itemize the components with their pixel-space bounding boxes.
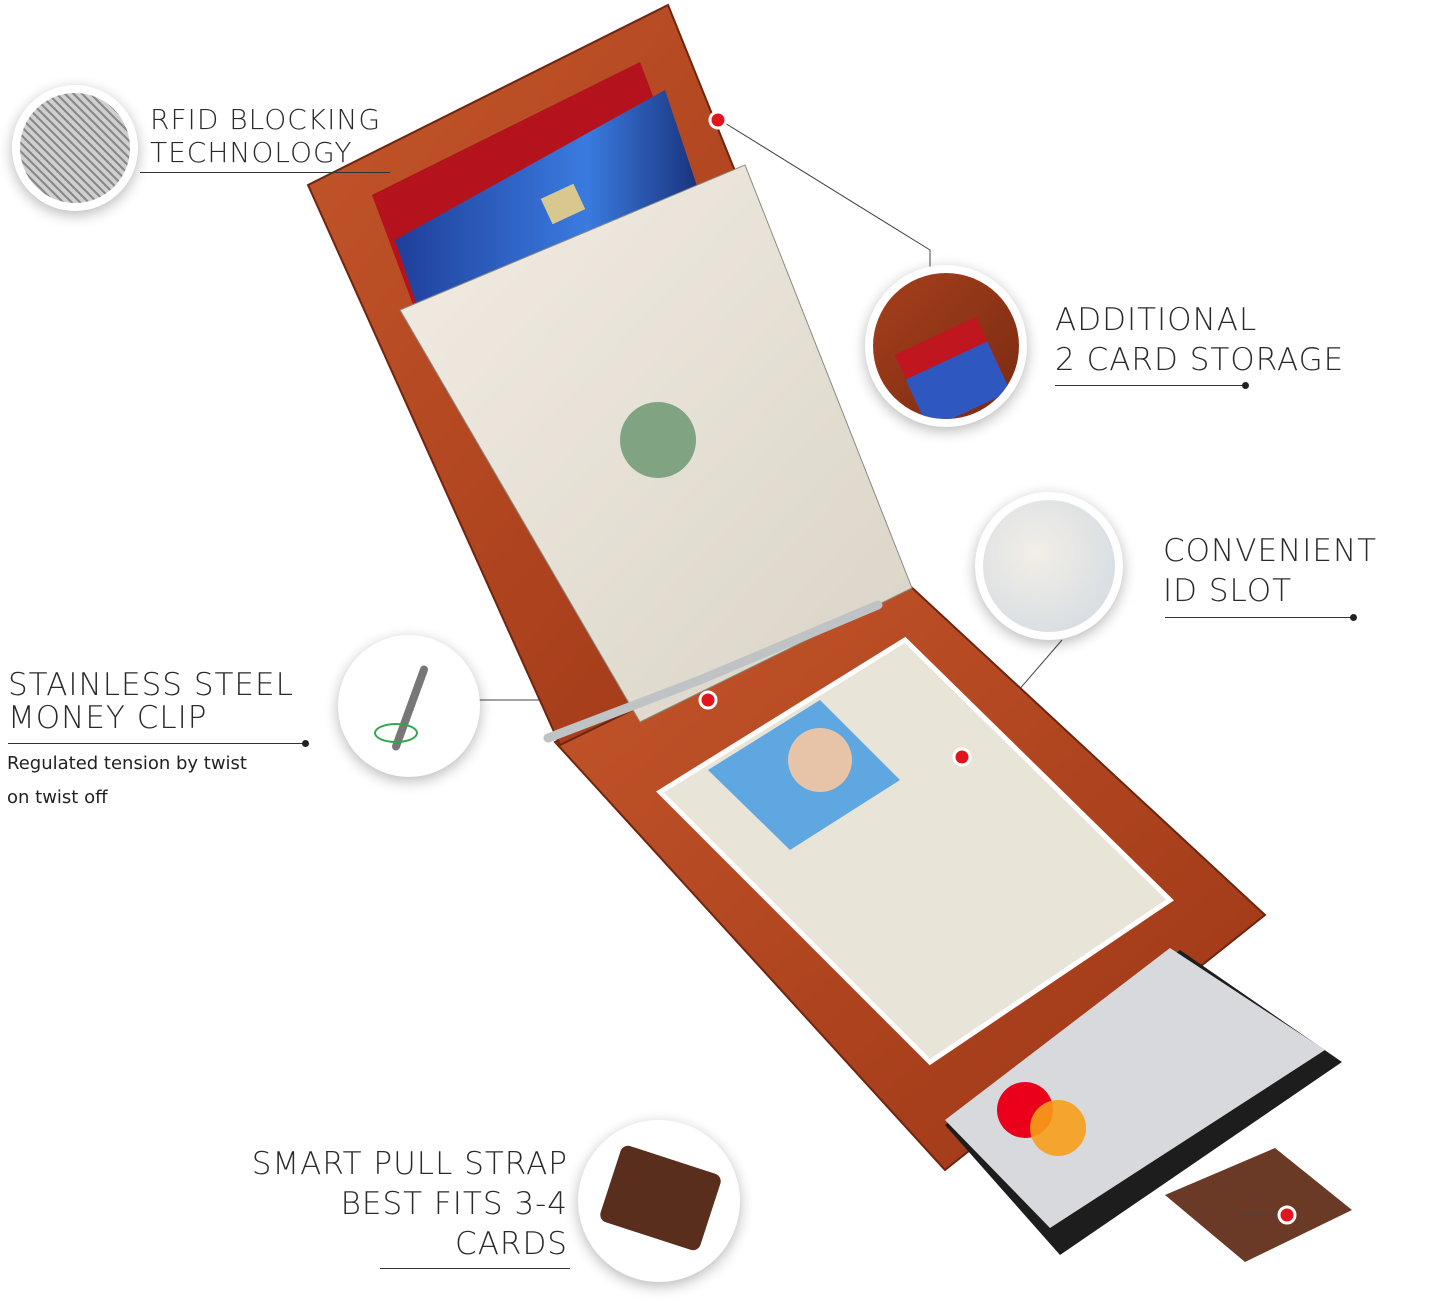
money-clip-desc-line2: on twist off (7, 787, 108, 808)
card-storage-title-line1: ADDITIONAL (1055, 302, 1258, 338)
marker-card-storage (708, 110, 728, 130)
marker-id-slot (952, 747, 972, 767)
card-storage-underline (1055, 385, 1245, 386)
card-storage-callout-circle (865, 265, 1027, 427)
rfid-title-line2: TECHNOLOGY (150, 136, 353, 169)
pull-strap-title-line1: SMART PULL STRAP (251, 1146, 568, 1182)
card-storage-title-line2: 2 CARD STORAGE (1055, 342, 1345, 378)
pull-strap (1165, 1148, 1352, 1262)
pull-strap-callout-circle (578, 1120, 740, 1282)
pull-strap-title-line2: BEST FITS 3-4 (340, 1186, 568, 1222)
money-clip-title-line2: MONEY CLIP (8, 700, 208, 736)
money-clip-desc-line1: Regulated tension by twist (7, 753, 247, 774)
marker-pull-strap (1277, 1205, 1297, 1225)
marker-money-clip (698, 690, 718, 710)
pull-strap-title-line3: CARDS (455, 1226, 568, 1262)
money-clip-title-line1: STAINLESS STEEL (8, 667, 294, 703)
rfid-callout-circle (12, 85, 138, 211)
rfid-title-line1: RFID BLOCKING (150, 103, 382, 136)
id-slot-dot (1350, 614, 1357, 621)
money-clip-underline (8, 743, 305, 744)
id-slot-callout-circle (975, 492, 1123, 640)
rfid-underline (140, 172, 390, 173)
id-slot-title-line1: CONVENIENT (1163, 533, 1378, 569)
card-storage-dot (1242, 382, 1249, 389)
money-clip (543, 600, 883, 743)
padlock-mesh-icon (20, 93, 130, 203)
money-clip-callout-circle (338, 635, 480, 777)
pull-strap-underline (380, 1268, 570, 1269)
id-slot-title-line2: ID SLOT (1163, 573, 1293, 609)
id-slot-underline (1165, 617, 1353, 618)
money-clip-dot (302, 740, 309, 747)
